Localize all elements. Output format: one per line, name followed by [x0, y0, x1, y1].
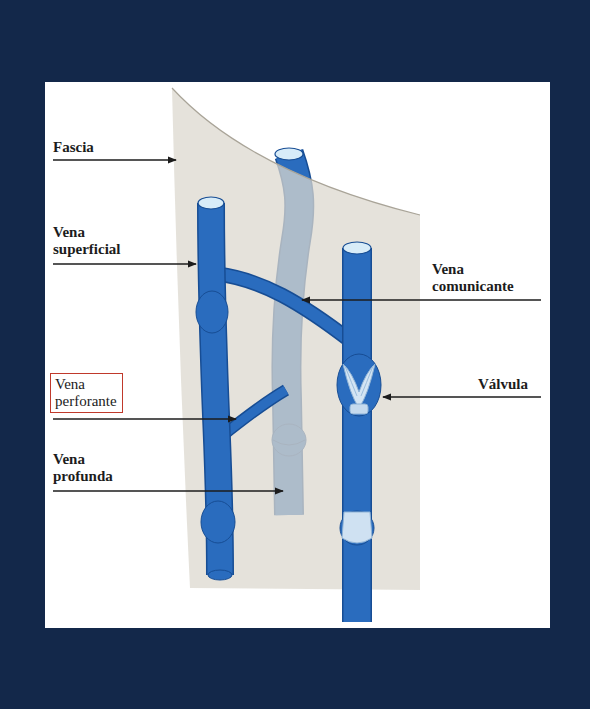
leader-line — [53, 263, 196, 264]
part-label: Vena profunda — [53, 451, 138, 485]
part-label: Fascia — [53, 139, 94, 156]
vein-with-valves — [337, 242, 381, 622]
panel-ground — [45, 82, 550, 628]
fascia-edge — [172, 88, 420, 215]
part-label: Válvula — [478, 376, 528, 393]
part-label: Vena perforante — [55, 376, 118, 410]
leader-line — [53, 418, 236, 419]
communicating-vein — [218, 274, 352, 342]
perforating-vein — [222, 390, 286, 436]
leader-lines — [53, 160, 541, 491]
leader-line — [383, 396, 541, 397]
highlight-box: Vena perforante — [50, 373, 123, 413]
leader-line — [53, 159, 176, 160]
leader-line — [53, 490, 283, 491]
leader-line — [302, 299, 541, 300]
fascia-sheet — [172, 88, 420, 590]
superficial-vein — [196, 197, 235, 580]
part-label: Vena comunicante — [432, 261, 537, 295]
part-label: Vena superficial — [53, 224, 143, 258]
